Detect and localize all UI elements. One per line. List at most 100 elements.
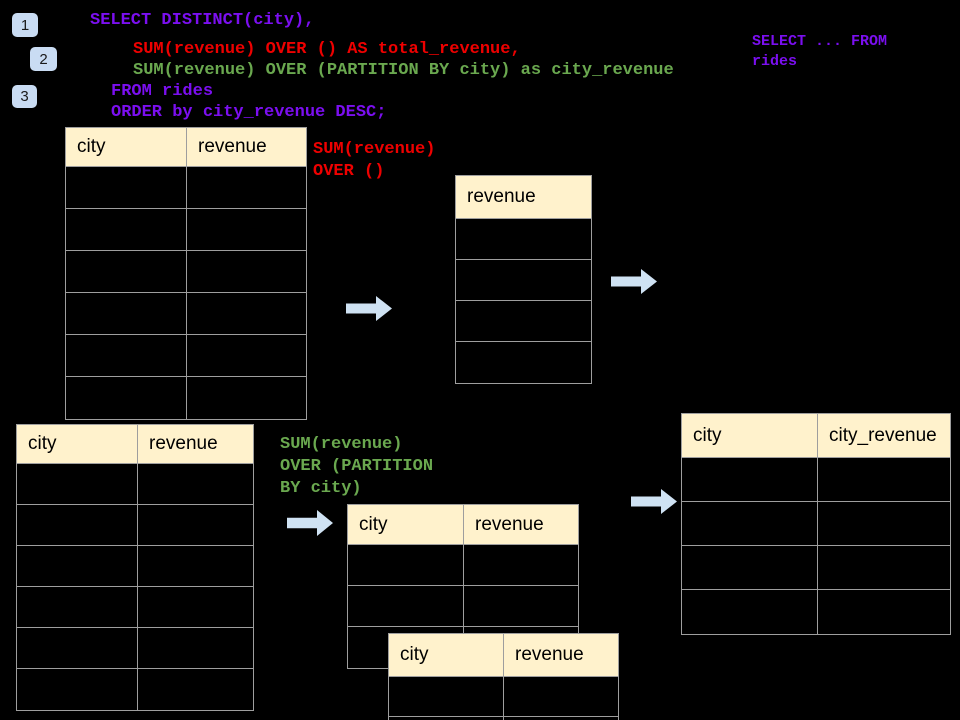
table-header-row: revenue bbox=[456, 176, 591, 219]
empty-cell bbox=[464, 586, 578, 627]
empty-cell bbox=[682, 502, 818, 546]
column-header-revenue: revenue bbox=[187, 128, 306, 167]
annotation-partition-line-1: SUM(revenue) bbox=[280, 435, 403, 454]
empty-cell bbox=[66, 335, 187, 377]
table-row bbox=[456, 301, 591, 342]
table-row bbox=[682, 546, 950, 590]
step-badge-2: 2 bbox=[30, 47, 57, 71]
empty-cell bbox=[682, 546, 818, 590]
column-header-city: city bbox=[348, 505, 464, 545]
empty-cell bbox=[456, 260, 591, 301]
empty-cell bbox=[187, 167, 306, 209]
empty-cell bbox=[187, 209, 306, 251]
sql-line-1: SELECT DISTINCT(city), bbox=[90, 11, 315, 30]
step-badge-1: 1 bbox=[12, 13, 38, 37]
table-row bbox=[17, 587, 253, 628]
empty-cell bbox=[682, 458, 818, 502]
column-header-city: city bbox=[682, 414, 818, 458]
empty-cell bbox=[138, 669, 253, 710]
empty-cell bbox=[682, 590, 818, 634]
empty-cell bbox=[818, 546, 950, 590]
table-row bbox=[456, 219, 591, 260]
annotation-partition-line-3: BY city) bbox=[280, 479, 362, 498]
column-header-revenue: revenue bbox=[504, 634, 618, 677]
table-row bbox=[66, 377, 306, 419]
empty-cell bbox=[17, 546, 138, 587]
empty-cell bbox=[138, 587, 253, 628]
sql-sidenote-line-1: SELECT ... FROM bbox=[752, 33, 888, 50]
empty-cell bbox=[17, 628, 138, 669]
sql-line-5: ORDER by city_revenue DESC; bbox=[111, 103, 387, 122]
flow-arrow-1 bbox=[346, 296, 392, 321]
empty-cell bbox=[187, 335, 306, 377]
table-row bbox=[682, 502, 950, 546]
sql-sidenote-line-2: rides bbox=[752, 53, 798, 70]
right-arrow-icon bbox=[631, 489, 677, 514]
right-arrow-icon bbox=[287, 510, 333, 536]
empty-cell bbox=[66, 167, 187, 209]
table-row bbox=[348, 545, 578, 586]
empty-cell bbox=[187, 377, 306, 419]
empty-cell bbox=[66, 293, 187, 335]
table-row bbox=[66, 335, 306, 377]
right-arrow-icon bbox=[346, 296, 392, 321]
empty-cell bbox=[818, 502, 950, 546]
sql-line-3: SUM(revenue) OVER (PARTITION BY city) as… bbox=[133, 61, 674, 80]
empty-cell bbox=[17, 669, 138, 710]
column-header-revenue: revenue bbox=[464, 505, 578, 545]
table-row bbox=[348, 586, 578, 627]
empty-cell bbox=[187, 293, 306, 335]
empty-cell bbox=[456, 219, 591, 260]
empty-cell bbox=[348, 586, 464, 627]
table-row bbox=[66, 251, 306, 293]
empty-cell bbox=[348, 545, 464, 586]
sql-line-2: SUM(revenue) OVER () AS total_revenue, bbox=[133, 40, 521, 59]
empty-cell bbox=[66, 377, 187, 419]
flow-arrow-4 bbox=[631, 489, 677, 514]
table-row bbox=[66, 167, 306, 209]
table-row bbox=[389, 677, 618, 717]
annotation-total-revenue: SUM(revenue)OVER () bbox=[313, 139, 435, 183]
table-row bbox=[682, 458, 950, 502]
column-header-revenue: revenue bbox=[138, 425, 253, 464]
empty-cell bbox=[818, 458, 950, 502]
table-row bbox=[66, 293, 306, 335]
empty-cell bbox=[504, 717, 618, 720]
flow-arrow-3 bbox=[287, 510, 333, 536]
empty-cell bbox=[818, 590, 950, 634]
column-header-city: city bbox=[66, 128, 187, 167]
empty-cell bbox=[138, 628, 253, 669]
sql-line-4: FROM rides bbox=[111, 82, 214, 101]
flow-arrow-2 bbox=[611, 269, 657, 294]
column-header-city: city bbox=[389, 634, 504, 677]
annotation-total-revenue-line-1: SUM(revenue) bbox=[313, 140, 436, 159]
table-row bbox=[17, 505, 253, 546]
empty-cell bbox=[66, 251, 187, 293]
empty-cell bbox=[389, 717, 504, 720]
empty-cell bbox=[138, 464, 253, 505]
table-row bbox=[682, 590, 950, 634]
table-row bbox=[17, 546, 253, 587]
step-badge-3: 3 bbox=[12, 85, 37, 108]
empty-cell bbox=[66, 209, 187, 251]
table-row bbox=[17, 464, 253, 505]
empty-cell bbox=[138, 505, 253, 546]
empty-cell bbox=[17, 505, 138, 546]
column-header-city-revenue: city_revenue bbox=[818, 414, 950, 458]
column-header-city: city bbox=[17, 425, 138, 464]
table-row bbox=[456, 260, 591, 301]
empty-cell bbox=[17, 464, 138, 505]
empty-cell bbox=[456, 342, 591, 383]
table-row bbox=[66, 209, 306, 251]
empty-cell bbox=[389, 677, 504, 717]
